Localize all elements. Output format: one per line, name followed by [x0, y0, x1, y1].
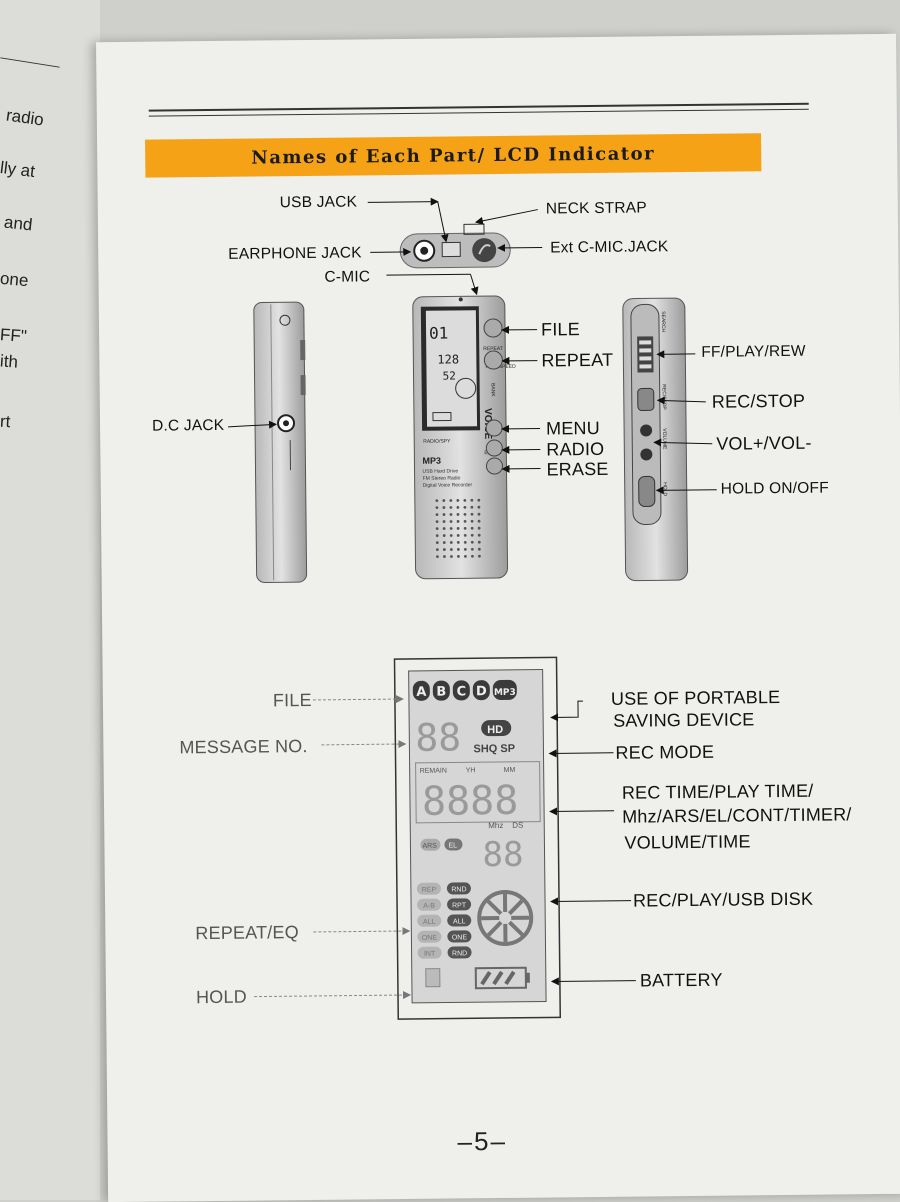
left-page-fragment: rt	[0, 412, 11, 433]
svg-text:USB Hard Drive: USB Hard Drive	[423, 468, 459, 474]
lcd-eq-label: RPT	[452, 902, 467, 909]
lcd-file-letter: B	[436, 685, 446, 700]
svg-text:Mhz: Mhz	[488, 821, 503, 830]
svg-text:01: 01	[429, 324, 448, 343]
lcd-label-rec-time-2: Mhz/ARS/EL/CONT/TIMER/	[622, 804, 852, 827]
lcd-label-usb-portable-2: SAVING DEVICE	[613, 709, 755, 731]
left-page-fragment: radio	[5, 105, 45, 130]
device-front-view: 01 128 52 FILE/ SPEED VOICE BANK REPEAT …	[413, 296, 519, 579]
svg-text:MM: MM	[504, 767, 516, 774]
lcd-file-letter: A	[416, 685, 426, 700]
lcd-label-rec-time-1: REC TIME/PLAY TIME/	[622, 781, 814, 804]
device-right-side: SEARCH REC/STOP VOLUME HOLD	[623, 298, 688, 581]
page-number: –5–	[457, 1126, 507, 1158]
label-erase: ERASE	[546, 459, 608, 481]
label-rec-stop: REC/STOP	[712, 391, 806, 413]
label-ff-play-rew: FF/PLAY/REW	[701, 343, 806, 362]
label-radio: RADIO	[546, 439, 604, 461]
svg-text:Digital Voice Recorder: Digital Voice Recorder	[423, 482, 473, 489]
left-page-fragment: FF"	[0, 325, 27, 347]
lcd-label-rec-time-3: VOLUME/TIME	[624, 831, 750, 853]
left-page-fragment: one	[0, 269, 29, 291]
lcd-file-letter: C	[456, 684, 466, 699]
svg-text:88: 88	[415, 715, 461, 759]
lcd-label-battery: BATTERY	[640, 970, 723, 992]
label-c-mic: C-MIC	[324, 268, 370, 286]
svg-text:RADIO/SPY: RADIO/SPY	[423, 438, 451, 444]
left-page-fragment: lly at	[0, 158, 36, 182]
svg-text:REMAIN: REMAIN	[420, 768, 447, 775]
svg-text:SEARCH: SEARCH	[660, 311, 666, 332]
svg-text:FM Stereo Radio: FM Stereo Radio	[423, 475, 461, 481]
lcd-eq-label: A-B	[423, 903, 435, 910]
lcd-label-file: FILE	[273, 690, 312, 711]
svg-text:YH: YH	[466, 767, 476, 774]
lcd-label-rec-play-usb: REC/PLAY/USB DISK	[633, 889, 813, 912]
left-page-fragment: ith	[0, 351, 19, 372]
label-hold-on-off: HOLD ON/OFF	[721, 480, 829, 499]
lcd-eq-label: RND	[451, 886, 466, 893]
manual-page: Names of Each Part/ LCD Indicator	[96, 34, 900, 1202]
lcd-label-repeat-eq: REPEAT/EQ	[195, 922, 299, 944]
lcd-eq-label: REP	[422, 887, 437, 894]
svg-text:EL: EL	[448, 842, 457, 849]
svg-text:8888: 8888	[422, 778, 519, 825]
svg-text:88: 88	[482, 835, 523, 875]
lcd-eq-label: ONE	[452, 934, 468, 941]
svg-text:VOLUME: VOLUME	[661, 428, 667, 450]
lcd-label-message-no: MESSAGE NO.	[179, 736, 307, 758]
svg-text:HOLD: HOLD	[662, 482, 668, 496]
svg-text:HD: HD	[487, 724, 503, 736]
diagram-drawing: 01 128 52 FILE/ SPEED VOICE BANK REPEAT …	[96, 34, 900, 1202]
svg-text:128: 128	[437, 352, 459, 366]
label-ext-mic-jack: Ext C-MIC.JACK	[550, 238, 668, 257]
svg-text:52: 52	[442, 369, 455, 382]
lcd-eq-label: ONE	[422, 935, 438, 942]
left-page-fragment: and	[3, 213, 33, 236]
label-vol: VOL+/VOL-	[716, 433, 812, 455]
label-repeat: REPEAT	[541, 350, 613, 372]
svg-text:REC/STOP: REC/STOP	[661, 384, 667, 410]
lcd-eq-label: INT	[424, 951, 436, 958]
lcd-eq-label: ALL	[453, 918, 466, 925]
svg-text:SHQ SP: SHQ SP	[473, 743, 515, 755]
left-page-rule	[0, 57, 59, 67]
lcd-label-hold: HOLD	[196, 987, 247, 1009]
device-left-side	[254, 302, 308, 583]
lcd-eq-label: RND	[452, 950, 467, 957]
svg-text:BANK: BANK	[490, 383, 496, 397]
lcd-file-letter: D	[476, 684, 487, 699]
label-usb-jack: USB JACK	[280, 193, 358, 212]
lcd-eq-label: ALL	[423, 919, 436, 926]
left-page: radio lly at and one FF" ith rt	[0, 0, 100, 1200]
svg-text:DS: DS	[512, 821, 523, 830]
label-dc-jack: D.C JACK	[152, 417, 224, 436]
label-earphone-jack: EARPHONE JACK	[228, 244, 362, 263]
label-menu: MENU	[546, 418, 600, 440]
label-file: FILE	[541, 319, 580, 340]
lcd-label-rec-mode: REC MODE	[615, 742, 714, 764]
svg-text:ARS: ARS	[422, 843, 437, 850]
svg-text:MP3: MP3	[422, 456, 441, 466]
device-top-view	[400, 224, 510, 268]
lcd-label-usb-portable-1: USE OF PORTABLE	[611, 687, 781, 710]
lcd-file-letter: MP3	[494, 688, 516, 698]
label-neck-strap: NECK STRAP	[546, 199, 647, 218]
